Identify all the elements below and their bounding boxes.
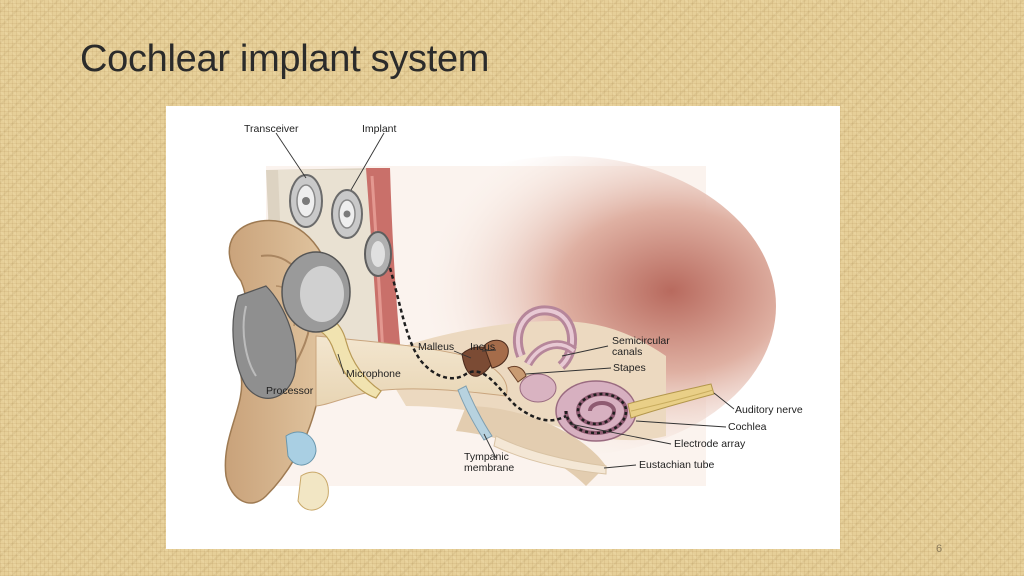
tympanic-membrane	[457, 385, 493, 441]
semicircular-canals	[512, 305, 578, 403]
transceiver-coil	[289, 174, 323, 228]
eustachian-tube	[493, 435, 607, 475]
slide-title: Cochlear implant system	[80, 38, 490, 80]
microphone-device	[305, 314, 382, 399]
label-incus: Incus	[470, 341, 495, 353]
label-tympanic-membrane-2: membrane	[464, 462, 514, 474]
label-malleus: Malleus	[418, 341, 454, 353]
label-eustachian-tube: Eustachian tube	[639, 459, 714, 471]
label-cochlea: Cochlea	[728, 421, 767, 433]
label-tympanic-membrane-1: Tympanic	[464, 451, 509, 463]
implant-stimulator	[364, 231, 392, 277]
page-number: 6	[936, 543, 943, 555]
label-semicircular-canals-1: Semicircular	[612, 335, 670, 347]
leader-lines	[275, 132, 735, 469]
implant-lead-wire	[388, 267, 567, 422]
label-semicircular-canals-2: canals	[612, 346, 642, 358]
label-implant: Implant	[362, 123, 397, 135]
label-processor: Processor	[266, 385, 314, 397]
processor-device	[232, 285, 297, 399]
ear-anatomy-illustration: Transceiver Implant Processor Microphone…	[224, 123, 803, 511]
label-electrode-array: Electrode array	[674, 438, 746, 450]
label-stapes: Stapes	[613, 362, 646, 374]
implant-receiver	[331, 189, 363, 239]
cochlea-spiral	[555, 380, 637, 442]
headpiece-magnet	[281, 251, 351, 333]
label-auditory-nerve: Auditory nerve	[735, 404, 803, 416]
cochlear-implant-diagram: Transceiver Implant Processor Microphone…	[166, 106, 840, 549]
ossicles	[461, 339, 527, 383]
label-transceiver: Transceiver	[244, 123, 299, 135]
label-microphone: Microphone	[346, 368, 401, 380]
electrode-array	[564, 392, 628, 435]
